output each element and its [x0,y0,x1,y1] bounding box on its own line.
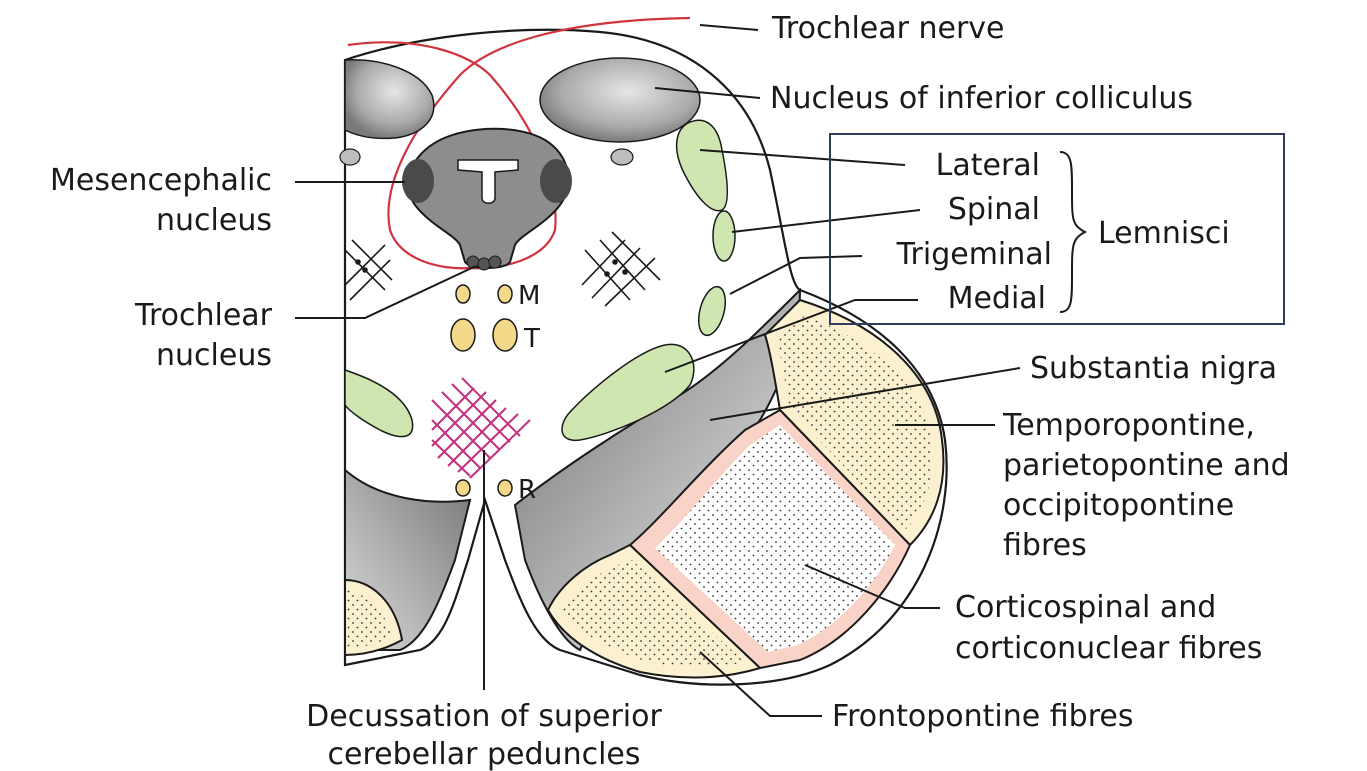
label-medial: Medial [948,281,1046,316]
label-tract-m: M [518,281,540,311]
small-nucleus-right [611,149,633,165]
label-temporo-2: parietopontine and [1003,448,1290,483]
label-frontopontine: Frontopontine fibres [832,699,1133,734]
tract-t-left [451,319,475,351]
inferior-colliculus-right [540,58,700,142]
tract-t-right [493,319,517,351]
mesencephalic-nucleus-right [540,159,572,203]
label-temporo-3: occipitopontine [1003,488,1234,523]
tract-m-right [498,285,512,303]
label-lateral: Lateral [936,148,1040,183]
small-nucleus-left [340,149,360,165]
label-decussation-2: cerebellar peduncles [328,737,641,771]
label-tract-t: T [523,324,540,354]
tract-m-left [456,285,470,303]
label-trochlear-nerve: Trochlear nerve [771,11,1005,46]
lemnisci-brace [1060,152,1085,312]
label-substantia-nigra: Substantia nigra [1030,351,1277,386]
label-mesencephalic-1: Mesencephalic [50,163,272,198]
label-nucleus-inferior-colliculus: Nucleus of inferior colliculus [770,81,1193,116]
label-lemnisci: Lemnisci [1098,216,1230,251]
label-nucleus-r: R [518,475,536,505]
label-spinal: Spinal [948,192,1040,227]
label-corticospinal-1: Corticospinal and [955,590,1216,625]
label-temporo-4: fibres [1003,528,1087,563]
spinal-lemniscus [713,211,735,261]
label-trochlear-nucleus-1: Trochlear [134,298,273,333]
label-mesencephalic-2: nucleus [156,203,272,238]
mesencephalic-nucleus-left [402,159,434,203]
red-nucleus-left [456,480,470,496]
label-corticospinal-2: corticonuclear fibres [955,631,1262,666]
label-trochlear-nucleus-2: nucleus [156,338,272,373]
red-nucleus-right [498,480,512,496]
label-trigeminal: Trigeminal [896,237,1052,272]
label-decussation-1: Decussation of superior [306,699,662,734]
label-temporo-1: Temporopontine, [1002,408,1255,443]
